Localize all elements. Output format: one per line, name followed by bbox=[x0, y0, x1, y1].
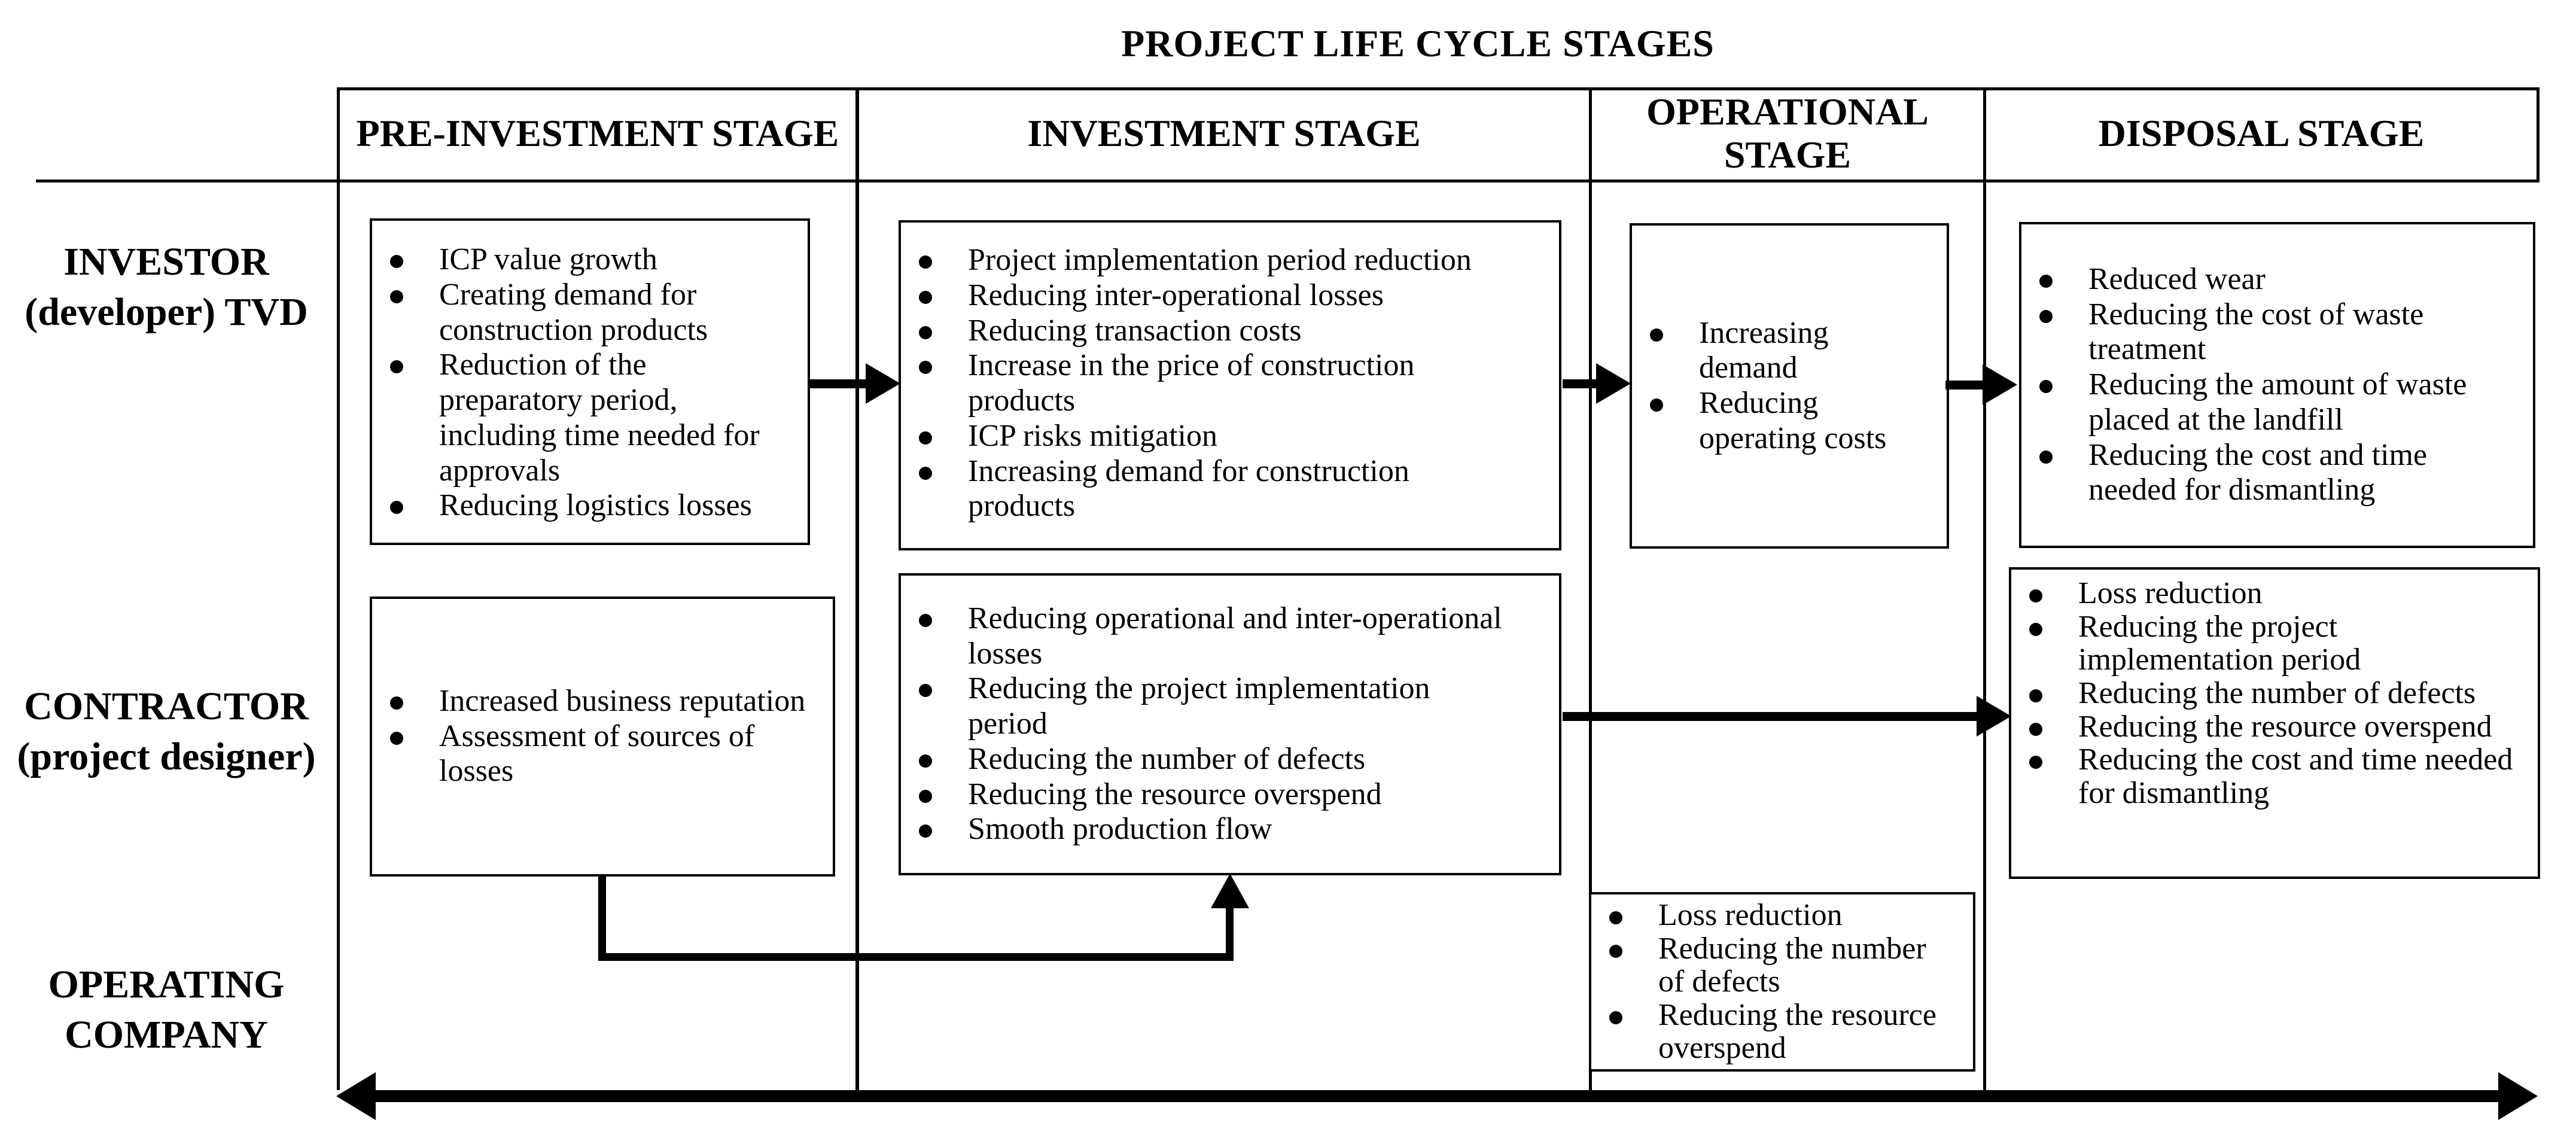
column-header-disposal: DISPOSAL STAGE bbox=[1986, 87, 2537, 179]
benefit-item: Reducing the resource overspend bbox=[901, 777, 1559, 813]
benefit-item: Increased business reputation bbox=[372, 684, 833, 719]
benefit-item: Reduction of the preparatory period, inc… bbox=[372, 348, 808, 488]
row-label-line: (developer) TVD bbox=[25, 290, 308, 334]
column-header-label: INVESTMENT STAGE bbox=[1027, 112, 1421, 155]
arrow-investor-pre-to-investment-head-icon bbox=[866, 363, 900, 404]
benefit-item: Loss reduction bbox=[1591, 899, 1973, 932]
column-header-label: OPERATIONAL STAGE bbox=[1646, 90, 1929, 176]
diagram-title: PROJECT LIFE CYCLE STAGES bbox=[1121, 22, 1715, 65]
benefit-item: Reducing the number of defects bbox=[2011, 677, 2538, 710]
benefit-item: ICP value growth bbox=[372, 242, 808, 278]
box-contractor-investment: Reducing operational and inter-operation… bbox=[899, 573, 1561, 875]
arrow-investor-pre-to-investment-shaft bbox=[808, 379, 866, 388]
timeline-arrow-left-head-icon bbox=[336, 1072, 376, 1120]
column-header-operational: OPERATIONAL STAGE bbox=[1592, 87, 1983, 179]
benefit-item: Reducing operating costs bbox=[1632, 386, 1947, 457]
benefit-item: Reducing the project implementation peri… bbox=[901, 671, 1559, 742]
benefit-item: Creating demand for construction product… bbox=[372, 278, 808, 348]
elbow-connector-up-segment bbox=[1226, 906, 1234, 961]
benefit-item: Assessment of sources of losses bbox=[372, 719, 833, 790]
column-header-investment: INVESTMENT STAGE bbox=[859, 87, 1589, 179]
grid-line-top bbox=[337, 87, 2540, 90]
row-label-investor: INVESTOR (developer) TVD bbox=[0, 230, 333, 344]
grid-line-divider-1 bbox=[855, 87, 859, 1090]
benefit-item: Reducing the number of defects bbox=[1591, 932, 1973, 999]
benefit-item: Increasing demand bbox=[1632, 316, 1947, 387]
benefit-item: Reducing operational and inter-operation… bbox=[901, 601, 1559, 672]
timeline-double-arrow-shaft bbox=[376, 1090, 2498, 1102]
grid-line-divider-3 bbox=[1983, 87, 1986, 1090]
arrow-investor-investment-to-operational-shaft bbox=[1563, 379, 1596, 388]
elbow-connector-up-head-icon bbox=[1211, 874, 1249, 908]
arrow-investor-investment-to-operational-head-icon bbox=[1596, 363, 1631, 404]
arrow-contractor-investment-to-disposal-shaft bbox=[1563, 712, 1977, 721]
benefit-item: Reduced wear bbox=[2021, 262, 2533, 297]
benefit-item: Increasing demand for construction produ… bbox=[901, 454, 1559, 525]
row-label-operating-company: OPERATING COMPANY bbox=[0, 953, 333, 1067]
benefit-item: Reducing logistics losses bbox=[372, 488, 808, 524]
benefit-item: Reducing the resource overspend bbox=[1591, 998, 1973, 1065]
row-label-line: OPERATING bbox=[48, 962, 285, 1006]
benefit-item: Reducing the cost and time needed for di… bbox=[2011, 743, 2538, 810]
grid-line-left bbox=[337, 87, 340, 1090]
grid-line-divider-2 bbox=[1589, 87, 1592, 1090]
benefit-item: Smooth production flow bbox=[901, 812, 1559, 847]
row-label-line: (project designer) bbox=[17, 735, 316, 778]
benefit-item: Reducing inter-operational losses bbox=[901, 278, 1559, 314]
row-label-line: COMPANY bbox=[65, 1013, 268, 1057]
benefit-item: Reducing the number of defects bbox=[901, 742, 1559, 777]
column-header-pre-investment: PRE-INVESTMENT STAGE bbox=[340, 87, 855, 179]
benefit-item: Increase in the price of construction pr… bbox=[901, 348, 1559, 419]
benefit-item: Reducing the cost of waste treatment bbox=[2021, 297, 2533, 368]
benefit-item: Project implementation period reduction bbox=[901, 243, 1559, 278]
timeline-arrow-right-head-icon bbox=[2498, 1072, 2538, 1120]
benefit-item: Reducing the cost and time needed for di… bbox=[2021, 438, 2533, 509]
benefit-item: Reducing the amount of waste placed at t… bbox=[2021, 367, 2533, 438]
row-label-contractor: CONTRACTOR (project designer) bbox=[0, 675, 333, 789]
row-label-line: INVESTOR bbox=[63, 239, 269, 284]
column-header-label: DISPOSAL STAGE bbox=[2098, 112, 2425, 155]
arrow-investor-operational-to-disposal-head-icon bbox=[1983, 364, 2017, 405]
benefit-item: Reducing transaction costs bbox=[901, 314, 1559, 349]
grid-line-right bbox=[2537, 87, 2540, 182]
grid-line-header-bottom bbox=[36, 179, 2540, 182]
elbow-connector-down-segment bbox=[598, 875, 606, 961]
benefit-item: Reducing the project implementation peri… bbox=[2011, 610, 2538, 677]
elbow-connector-horizontal-segment bbox=[598, 953, 1234, 961]
arrow-investor-operational-to-disposal-shaft bbox=[1945, 381, 1983, 390]
benefit-list: Reducing operational and inter-operation… bbox=[901, 601, 1559, 847]
row-label-line: CONTRACTOR bbox=[24, 684, 309, 728]
benefit-item: Loss reduction bbox=[2011, 577, 2538, 610]
arrow-contractor-investment-to-disposal-head-icon bbox=[1977, 696, 2011, 737]
column-header-label: PRE-INVESTMENT STAGE bbox=[356, 112, 839, 155]
benefit-item: ICP risks mitigation bbox=[901, 419, 1559, 454]
benefit-item: Reducing the resource overspend bbox=[2011, 710, 2538, 744]
